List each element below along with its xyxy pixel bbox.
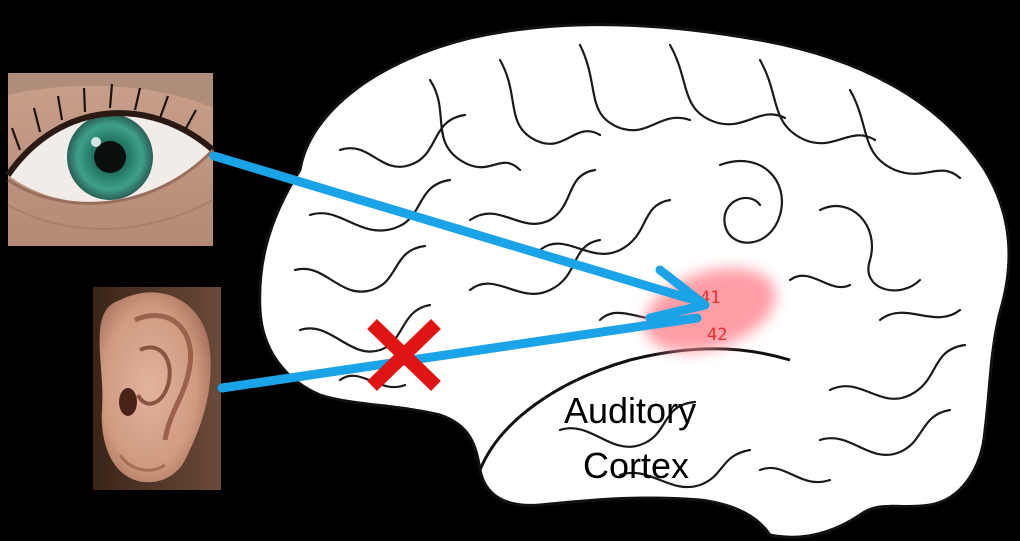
- area-number-42: 42: [707, 325, 727, 345]
- region-label-line1: Auditory: [564, 390, 696, 431]
- ear-photo: [93, 287, 221, 490]
- region-label-line2: Cortex: [583, 445, 689, 486]
- eye-photo: [8, 73, 213, 246]
